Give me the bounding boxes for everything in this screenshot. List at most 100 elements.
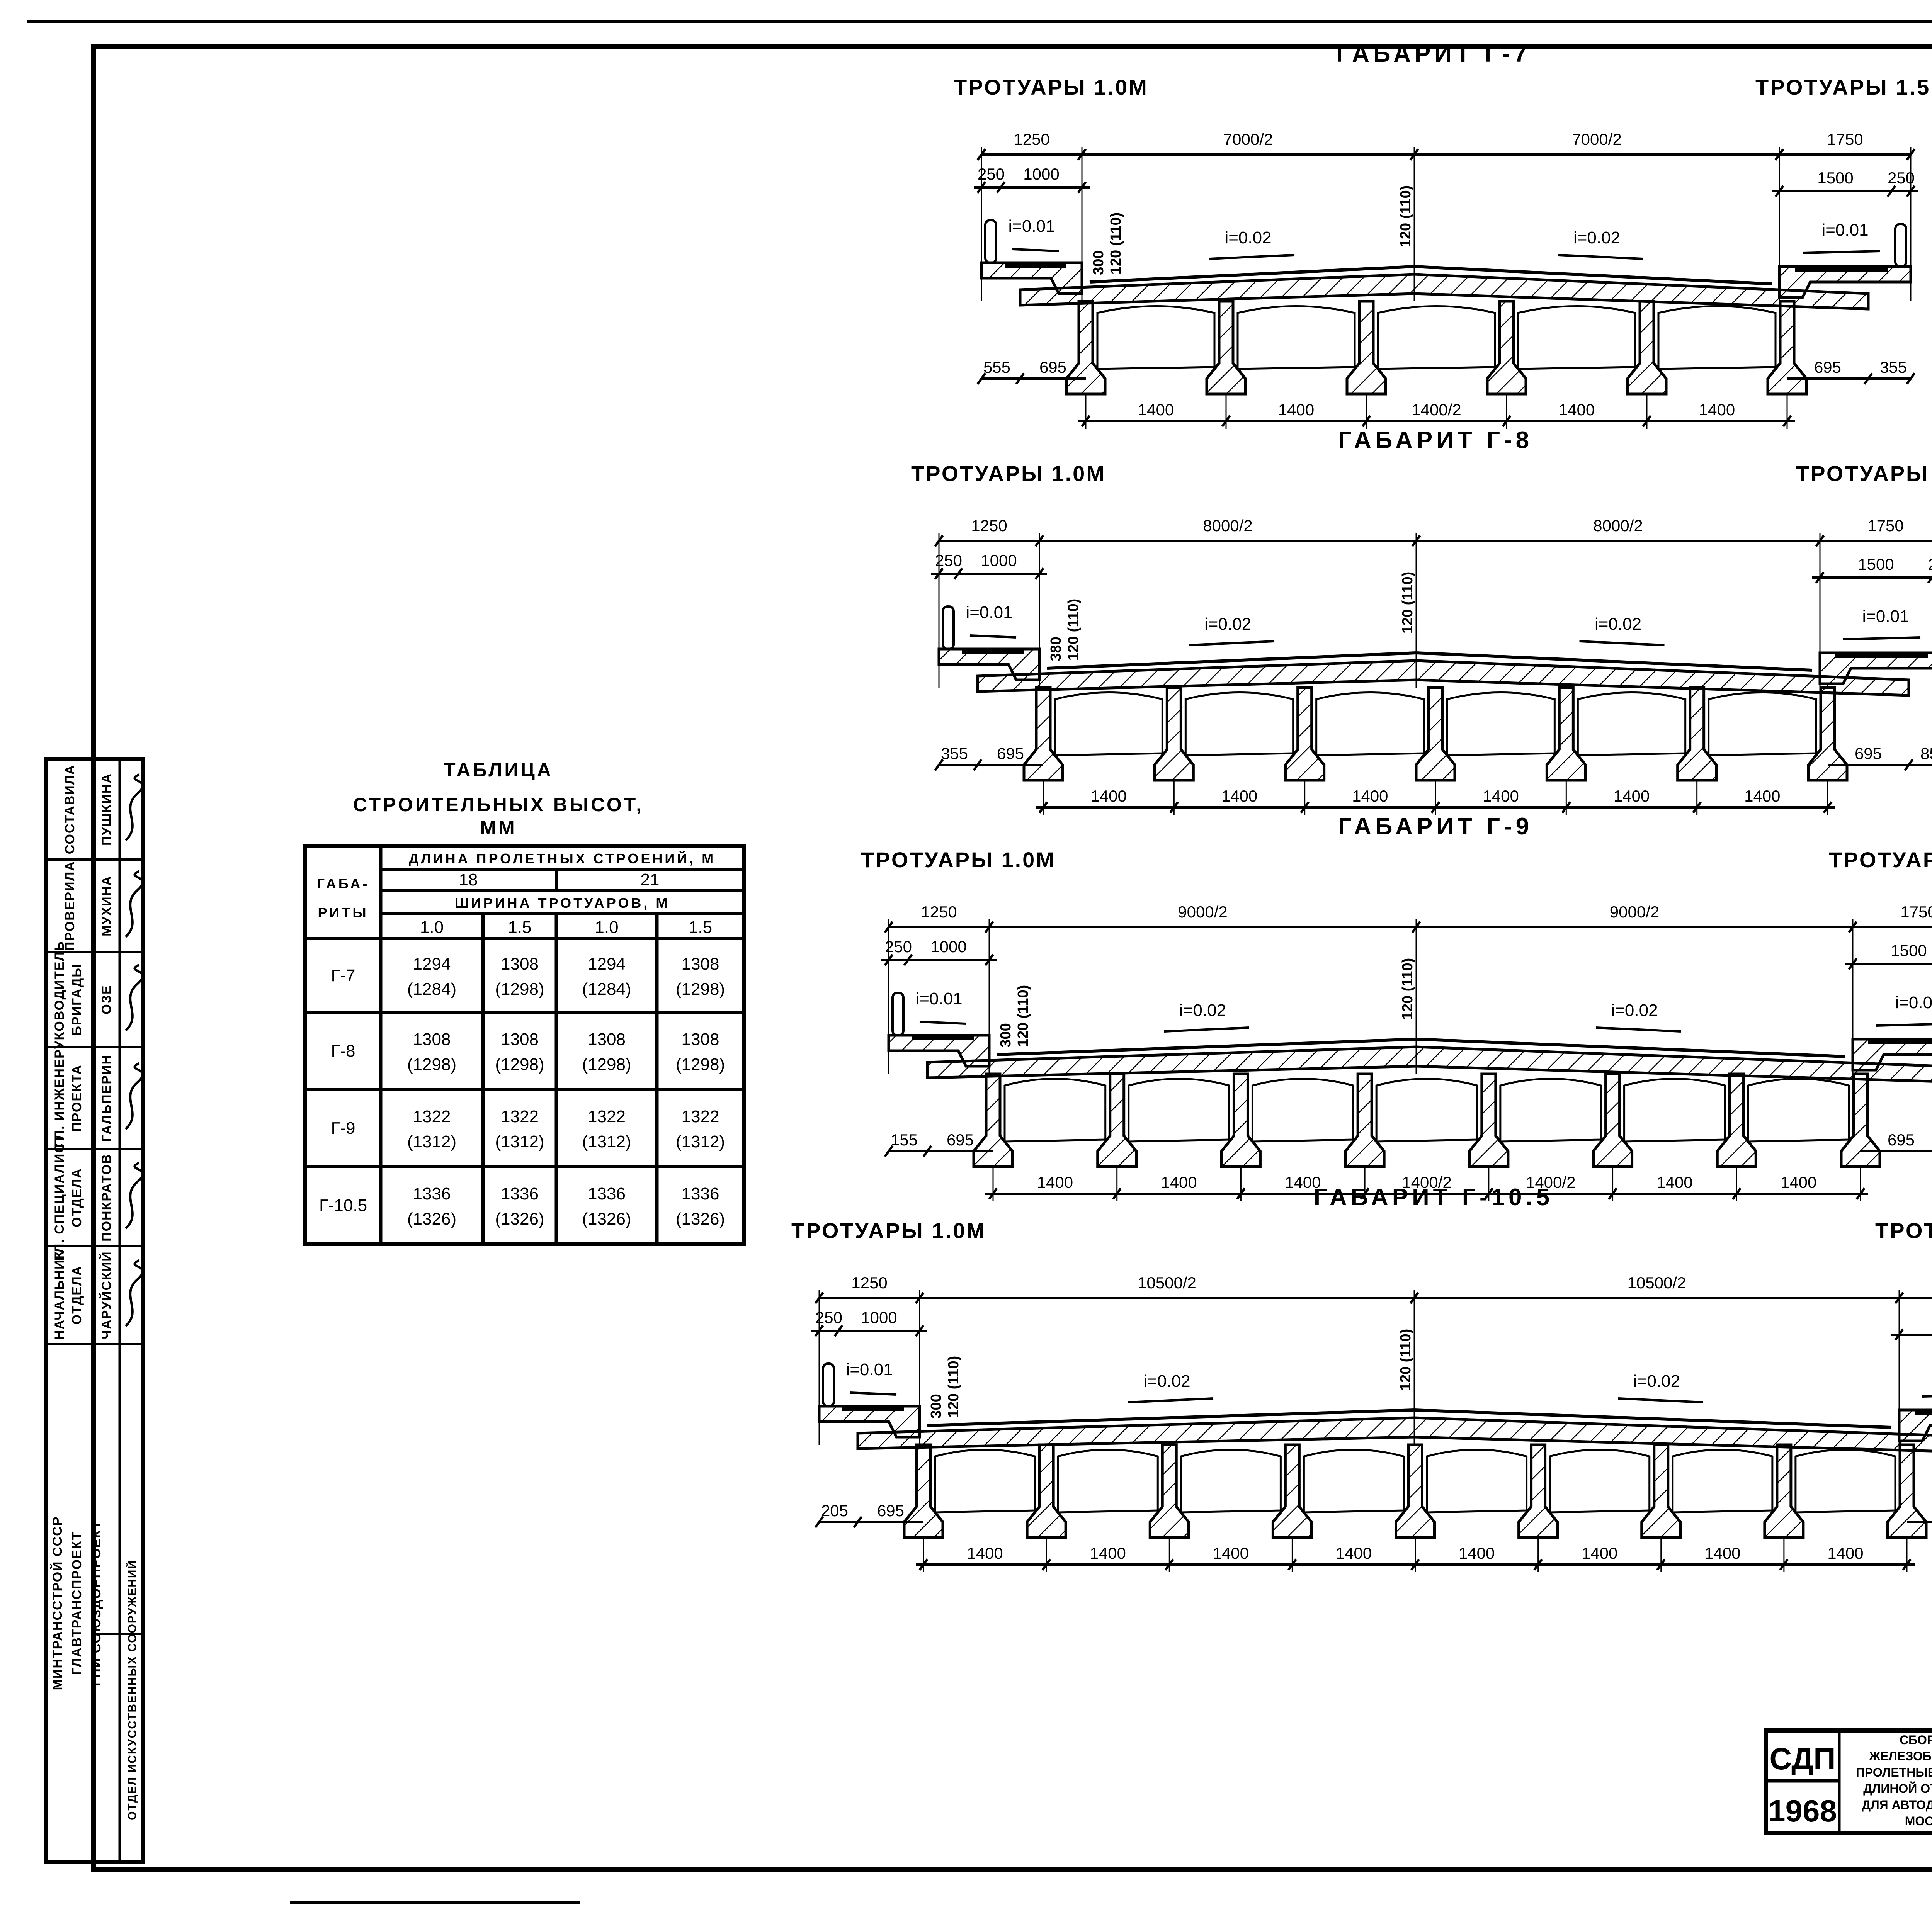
svg-text:i=0.01: i=0.01: [1862, 607, 1909, 626]
svg-text:250: 250: [935, 551, 962, 569]
cell-height-alt: (1326): [495, 1210, 544, 1228]
svg-text:1400: 1400: [1138, 401, 1174, 419]
left-sidewalk-label: ТРОТУАРЫ 1.0М: [791, 1218, 986, 1243]
org-code: СДП: [1769, 1741, 1835, 1776]
svg-text:1000: 1000: [981, 551, 1017, 569]
stamp-role: ГЛ. СПЕЦИАЛИСТ: [52, 1134, 67, 1261]
cell-height: 1294: [413, 955, 451, 973]
svg-text:1400: 1400: [1656, 1173, 1692, 1191]
cell-height-alt: (1326): [582, 1210, 631, 1228]
svg-text:1.0: 1.0: [595, 918, 618, 937]
svg-text:120 (110): 120 (110): [1065, 599, 1082, 661]
construction-height-table: ТАБЛИЦА СТРОИТЕЛЬНЫХ ВЫСОТ, ММ ГАБА-РИТЫ…: [303, 759, 746, 1246]
svg-text:1400: 1400: [1090, 1544, 1126, 1562]
svg-text:i=0.02: i=0.02: [1225, 228, 1271, 247]
svg-text:1400/2: 1400/2: [1412, 401, 1461, 419]
stamp-role: ОТДЕЛА: [70, 1266, 84, 1325]
svg-text:i=0.01: i=0.01: [1895, 993, 1932, 1012]
row-gabarit: Г-8: [331, 1041, 355, 1060]
stamp-department: ОТДЕЛ ИСКУССТВЕННЫХ СООРУЖЕНИЙ: [126, 1560, 139, 1820]
svg-text:1400/2: 1400/2: [1526, 1173, 1575, 1191]
cell-height: 1308: [501, 1030, 539, 1049]
cell-height-alt: (1326): [407, 1210, 456, 1228]
series-title-line: ЖЕЛЕЗОБЕТОННЫЕ: [1869, 1749, 1932, 1763]
svg-text:155: 155: [891, 1131, 918, 1149]
cell-height: 1336: [588, 1184, 626, 1203]
row-gabarit: Г-7: [331, 966, 355, 985]
dim-right-sidewalk: 1750: [1867, 516, 1903, 535]
stamp-name: ПУШКИНА: [99, 773, 114, 846]
span-21: 21: [641, 870, 660, 889]
series-title-line: МОСТОВ: [1905, 1814, 1932, 1828]
svg-text:355: 355: [1880, 358, 1907, 376]
svg-text:i=0.01: i=0.01: [1008, 217, 1055, 236]
dim-roadway-left: 9000/2: [1178, 903, 1227, 921]
cell-height: 1308: [682, 1030, 719, 1049]
cell-height: 1336: [682, 1184, 719, 1203]
stamp-role: СОСТАВИЛА: [63, 764, 77, 854]
stamp-role: БРИГАДЫ: [70, 963, 84, 1035]
cell-height: 1322: [682, 1107, 719, 1126]
svg-text:695: 695: [997, 744, 1024, 763]
svg-text:i=0.02: i=0.02: [1179, 1001, 1226, 1020]
stamp-name: ПОНКРАТОВ: [99, 1154, 114, 1242]
svg-text:1.5: 1.5: [689, 918, 712, 937]
right-sidewalk-label: ТРОТУАРЫ 1.5М: [1755, 75, 1932, 99]
dim-roadway-right: 7000/2: [1572, 130, 1621, 148]
year: 1968: [1768, 1794, 1837, 1828]
stamp-org: ГПИ СОЮЗДОРПРОЕКТ: [89, 1520, 104, 1686]
cell-height-alt: (1298): [495, 980, 544, 999]
table-units: ММ: [480, 817, 517, 839]
svg-text:i=0.01: i=0.01: [915, 989, 962, 1008]
title-block: СДП 1968 СБОРНЫЕЖЕЛЕЗОБЕТОННЫЕПРОЛЕТНЫЕ …: [1764, 1728, 1932, 1835]
stamp-org: ГЛАВТРАНСПРОЕКТ: [70, 1531, 84, 1675]
stamp-role: НАЧАЛЬНИК: [52, 1250, 67, 1340]
dim-roadway-left: 7000/2: [1223, 130, 1273, 148]
svg-text:1500: 1500: [1817, 169, 1853, 187]
svg-text:1400: 1400: [1744, 787, 1780, 805]
svg-text:120 (110): 120 (110): [1398, 1329, 1414, 1391]
stamp-name: ЧАРУЙСКИЙ: [99, 1251, 114, 1339]
svg-text:695: 695: [877, 1502, 904, 1520]
svg-text:120 (110): 120 (110): [1398, 185, 1414, 248]
svg-text:250: 250: [1888, 169, 1915, 187]
dim-roadway-right: 10500/2: [1628, 1274, 1686, 1292]
svg-text:1400: 1400: [1827, 1544, 1863, 1562]
svg-text:380: 380: [1048, 637, 1064, 661]
svg-text:120 (110): 120 (110): [1108, 212, 1124, 275]
cell-height-alt: (1284): [582, 980, 631, 999]
svg-text:250: 250: [885, 938, 912, 956]
svg-text:i=0.02: i=0.02: [1611, 1001, 1658, 1020]
cell-height-alt: (1298): [495, 1055, 544, 1074]
svg-text:695: 695: [947, 1131, 974, 1149]
cell-height-alt: (1326): [676, 1210, 725, 1228]
dim-right-sidewalk: 1750: [1900, 903, 1932, 921]
cell-height: 1294: [588, 955, 626, 973]
cell-height-alt: (1298): [676, 980, 725, 999]
svg-text:РИТЫ: РИТЫ: [318, 905, 368, 921]
svg-text:i=0.02: i=0.02: [1595, 615, 1641, 634]
dim-roadway-right: 8000/2: [1593, 516, 1643, 535]
svg-text:555: 555: [983, 358, 1010, 376]
span-header: ДЛИНА ПРОЛЕТНЫХ СТРОЕНИЙ, М: [409, 850, 716, 866]
cell-height: 1322: [413, 1107, 451, 1126]
dim-left-sidewalk: 1250: [1014, 130, 1049, 148]
svg-text:1400: 1400: [1582, 1544, 1617, 1562]
svg-text:1400: 1400: [1285, 1173, 1321, 1191]
table-subtitle: СТРОИТЕЛЬНЫХ ВЫСОТ,: [353, 794, 644, 815]
stamp-name: МУХИНА: [99, 875, 114, 936]
cell-height: 1336: [501, 1184, 539, 1203]
stamp-role: ПРОВЕРИЛА: [63, 861, 77, 951]
stamp-role: ГЛ. ИНЖЕНЕР: [52, 1049, 67, 1147]
svg-text:i=0.02: i=0.02: [1143, 1372, 1190, 1391]
svg-text:1400: 1400: [967, 1544, 1003, 1562]
row-gabarit: Г-10.5: [319, 1196, 367, 1215]
left-sidewalk-label: ТРОТУАРЫ 1.0М: [911, 461, 1106, 486]
stamp-role: ОТДЕЛА: [70, 1168, 84, 1227]
series-title-line: ПРОЛЕТНЫЕ СТРОЕНИЯ: [1856, 1765, 1932, 1779]
